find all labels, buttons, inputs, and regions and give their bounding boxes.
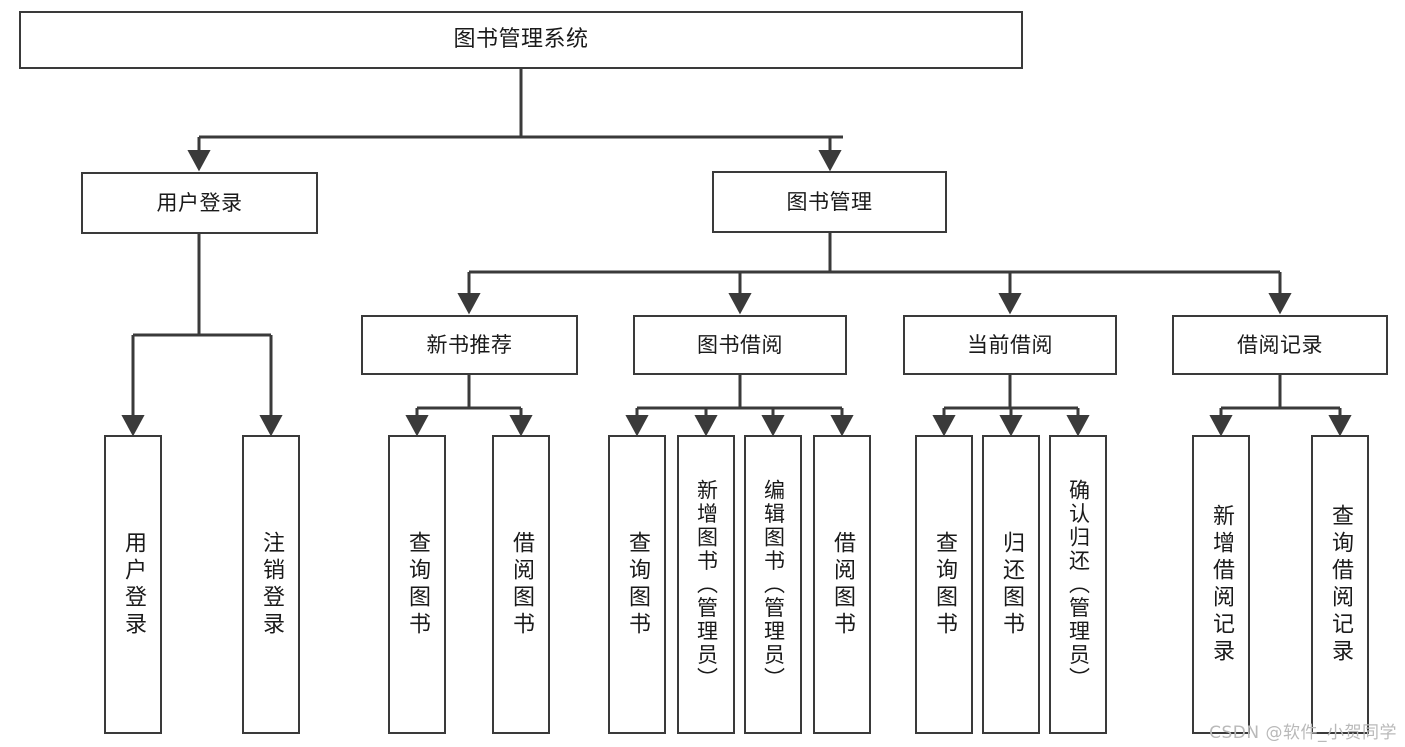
node-new-book-recommend-label: 新书推荐 [426,332,513,357]
leaf-user-login-label: 用户登录 [121,530,146,639]
leaf-add-borrow-record[interactable]: 新增借阅记录 [1192,435,1250,734]
leaf-borrow-book-recommend[interactable]: 借阅图书 [492,435,550,734]
leaf-query-book-recommend-label: 查询图书 [405,530,430,639]
leaf-user-logout-label: 注销登录 [259,530,284,639]
node-user-login[interactable]: 用户登录 [81,172,318,234]
leaf-user-login[interactable]: 用户登录 [104,435,162,734]
leaf-confirm-return-admin-label: 确认归还（管理员） [1066,478,1091,691]
node-book-borrow[interactable]: 图书借阅 [633,315,847,375]
leaf-user-logout[interactable]: 注销登录 [242,435,300,734]
leaf-return-book-label: 归还图书 [999,530,1024,639]
leaf-query-book-recommend[interactable]: 查询图书 [388,435,446,734]
node-book-management-label: 图书管理 [786,189,873,214]
leaf-add-book-admin[interactable]: 新增图书（管理员） [677,435,735,734]
leaf-query-borrow-record[interactable]: 查询借阅记录 [1311,435,1369,734]
node-new-book-recommend[interactable]: 新书推荐 [361,315,578,375]
node-current-borrow-label: 当前借阅 [967,332,1053,357]
leaf-edit-book-admin-label: 编辑图书（管理员） [761,478,786,691]
leaf-query-borrow-record-label: 查询借阅记录 [1328,503,1353,666]
node-book-borrow-label: 图书借阅 [697,332,783,357]
node-borrow-record[interactable]: 借阅记录 [1172,315,1388,375]
leaf-borrow-book-borrow[interactable]: 借阅图书 [813,435,871,734]
leaf-add-borrow-record-label: 新增借阅记录 [1209,503,1234,666]
node-root-label: 图书管理系统 [453,27,589,53]
node-root[interactable]: 图书管理系统 [19,11,1023,69]
leaf-borrow-book-borrow-label: 借阅图书 [830,530,855,639]
node-current-borrow[interactable]: 当前借阅 [903,315,1117,375]
leaf-query-book-borrow-label: 查询图书 [625,530,650,639]
node-borrow-record-label: 借阅记录 [1237,332,1323,357]
leaf-return-book[interactable]: 归还图书 [982,435,1040,734]
leaf-query-book-borrow[interactable]: 查询图书 [608,435,666,734]
node-user-login-label: 用户登录 [156,190,243,215]
csdn-watermark: CSDN @软件_小贺同学 [1209,723,1397,743]
leaf-confirm-return-admin[interactable]: 确认归还（管理员） [1049,435,1107,734]
leaf-add-book-admin-label: 新增图书（管理员） [694,478,719,691]
node-book-management[interactable]: 图书管理 [712,171,947,233]
leaf-edit-book-admin[interactable]: 编辑图书（管理员） [744,435,802,734]
leaf-query-book-current[interactable]: 查询图书 [915,435,973,734]
leaf-borrow-book-recommend-label: 借阅图书 [509,530,534,639]
leaf-query-book-current-label: 查询图书 [932,530,957,639]
